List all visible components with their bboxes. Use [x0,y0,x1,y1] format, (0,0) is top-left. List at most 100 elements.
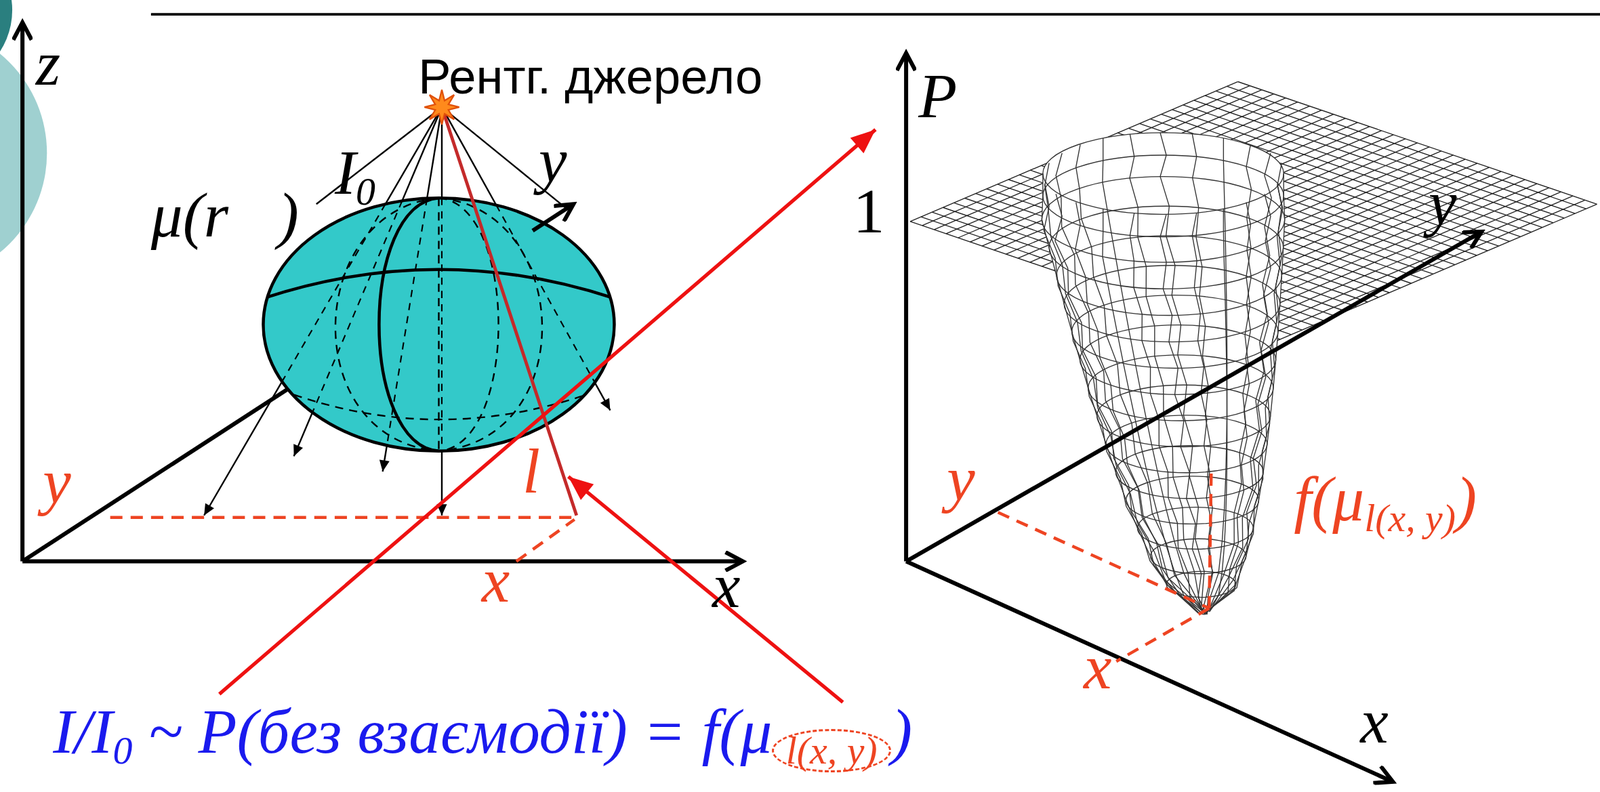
x-ray [441,197,443,452]
x-axis [906,561,1393,783]
projection [998,512,1210,609]
x-ray [426,107,442,198]
funnel-fill [1041,132,1285,613]
tick-label: 1 [853,176,886,246]
intensity-label-group: I0 [334,140,376,204]
funnel-ring [1063,265,1281,343]
x-ray [595,382,611,411]
funnel-ring [1056,235,1282,316]
intensity-label: 0 [355,169,376,214]
tick-label-group: 1 [853,179,886,243]
x-ray [441,451,443,516]
axis-label: z [35,28,61,99]
formula-group: I/I0~ P(без взаємодії) = f(μl(x, y)) [52,700,913,764]
intensity-label: I [334,137,356,208]
axis-label-group: x [712,554,741,618]
attenuation-label-group: μ(r⃗) [151,183,299,247]
funnel-meridian [1192,134,1213,611]
y-axis [22,383,297,562]
funnel-meridian [1192,212,1213,614]
function-label: ) [1455,464,1477,535]
meridian [438,197,499,452]
projection [516,519,575,562]
funnel-meridian [1075,202,1201,614]
x-ray [203,381,282,516]
decor-circle [0,0,13,87]
formula: l(x, y) [771,729,892,773]
ray-l [441,107,577,516]
function-label-group: f(μl(x, y)) [1293,467,1477,531]
latitude [264,269,614,299]
meridian [335,197,440,452]
projection [1116,608,1209,662]
x-axis [22,559,743,564]
coordinate-label: x [481,545,510,616]
coordinate-label: y [42,446,71,517]
coordinate-label-group: x [481,548,510,612]
x-ray [441,107,568,210]
funnel-meridian [1206,173,1285,613]
meridian [437,197,440,452]
x-ray [382,445,387,471]
formula: 0 [112,728,133,773]
coordinate-label-group: x [1083,635,1112,699]
coordinate-label: x [1083,632,1112,703]
x-ray [386,198,427,446]
axis-label-group: y [1428,171,1457,235]
formula: I/I [52,696,113,767]
grid-line [1245,195,1573,336]
x-ray [385,107,442,204]
axis-label: y [538,125,567,196]
funnel-meridian [1203,193,1271,614]
formula: ~ P(без взаємодії) = f(μ [148,696,773,767]
path-label-group: l [522,439,541,503]
funnel-meridian [1055,153,1205,612]
formula: ) [891,696,913,767]
source-label-group: Рентг. джерело [418,52,763,101]
callout-arrow [219,129,876,694]
function-label: l(x, y) [1364,496,1456,541]
coordinate-label: y [946,443,975,514]
funnel-meridian [1041,173,1201,613]
object-ellipsoid [262,197,614,452]
funnel-meridian [1043,184,1199,614]
meridian [378,197,439,452]
projection [1208,471,1212,609]
callout-arrow [568,477,844,703]
funnel-meridian [1205,138,1228,611]
p-axis [904,52,909,562]
source-label: Рентг. джерело [418,49,763,104]
attenuation-label: μ(r⃗) [151,180,299,251]
funnel-meridian [1129,134,1201,611]
meridian [438,197,543,452]
axis-label: x [1360,686,1388,757]
x-ray [312,200,402,413]
funnel-meridian [1208,162,1283,612]
axis-label: x [712,550,741,621]
axis-label: y [1428,168,1457,238]
grid-line [1237,81,1597,205]
funnel-ring [1150,538,1247,574]
y-axis [532,203,574,231]
top-rule [151,12,1600,16]
x-ray [496,205,596,383]
grid-line [1257,199,1585,340]
x-ray [401,107,442,201]
axis-label-group: x [1360,689,1388,753]
axis-label-group: P [918,64,957,128]
funnel-meridian [1102,138,1203,611]
x-ray [294,412,313,457]
coordinate-label-group: y [42,449,71,514]
axis-label-group: z [35,31,61,95]
z-axis [20,22,25,562]
function-label: f(μ [1293,464,1365,535]
coordinate-label-group: y [946,447,975,511]
path-label: l [522,436,541,507]
axis-label-group: y [538,128,567,192]
y-axis [906,231,1482,562]
funnel-meridian [1044,162,1204,612]
meridian [280,389,600,420]
projection [110,516,577,520]
axis-label: P [918,60,957,131]
